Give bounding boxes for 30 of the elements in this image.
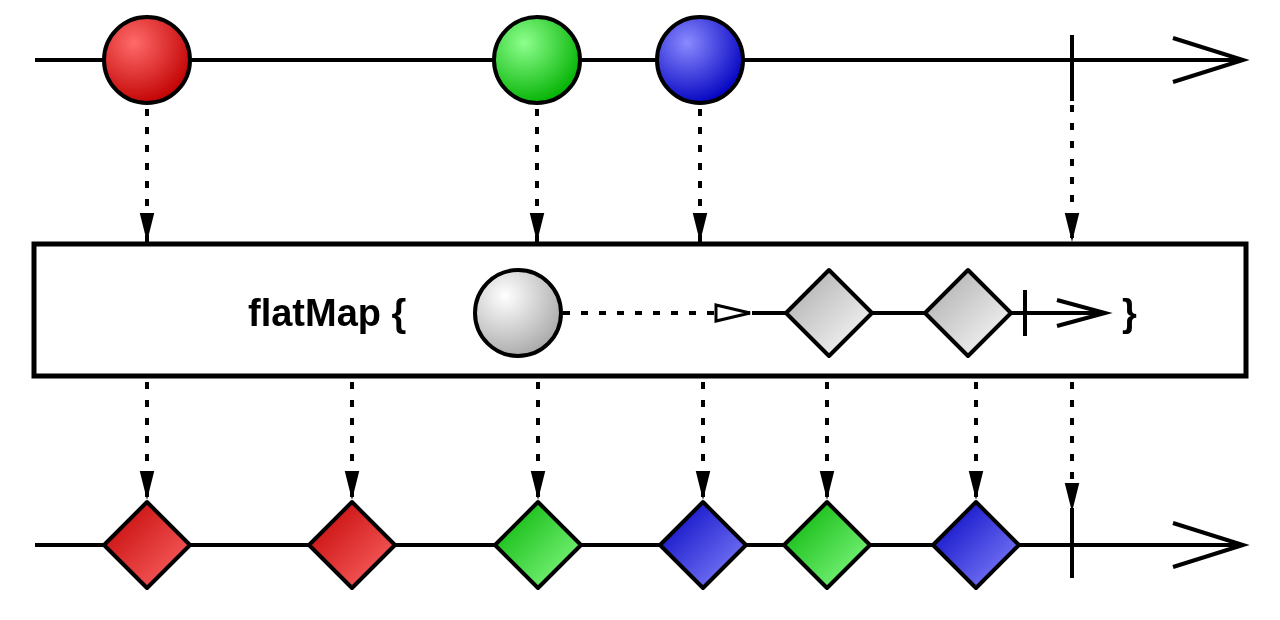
arrow bbox=[139, 382, 155, 500]
arrow bbox=[819, 382, 835, 500]
diamond-marble bbox=[307, 500, 397, 590]
diamond-marble bbox=[923, 268, 1013, 358]
arrow bbox=[695, 382, 711, 500]
operator-box bbox=[32, 242, 1248, 378]
diamond-marble bbox=[782, 500, 872, 590]
arrow bbox=[1064, 382, 1080, 512]
diamond-marble bbox=[658, 500, 748, 590]
completion-mark bbox=[1020, 290, 1030, 336]
marble bbox=[473, 268, 563, 358]
arrow bbox=[1064, 105, 1080, 242]
diamond-marble bbox=[784, 268, 874, 358]
operator-label: flatMap { bbox=[248, 291, 407, 335]
completion-mark bbox=[1067, 512, 1077, 578]
closing-brace: } bbox=[1122, 291, 1137, 335]
arrow bbox=[968, 382, 984, 500]
diamond-marble bbox=[102, 500, 192, 590]
arrow bbox=[344, 382, 360, 500]
arrow bbox=[139, 109, 155, 242]
diamond-marble bbox=[493, 500, 583, 590]
arrow bbox=[563, 303, 752, 323]
marble bbox=[655, 15, 745, 105]
arrow bbox=[530, 382, 546, 500]
marble bbox=[492, 15, 582, 105]
completion-mark bbox=[1067, 35, 1077, 101]
arrow bbox=[692, 109, 708, 242]
marble bbox=[102, 15, 192, 105]
arrow bbox=[529, 109, 545, 242]
diamond-marble bbox=[931, 500, 1021, 590]
